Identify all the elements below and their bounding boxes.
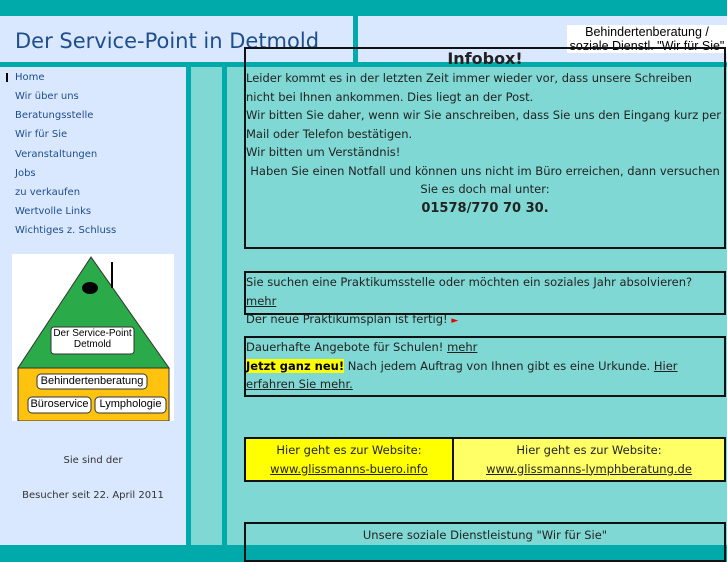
praktikum-text2: Der neue Praktikumsplan ist fertig! — [246, 312, 448, 326]
nav-zu-verkaufen[interactable]: zu verkaufen — [15, 187, 81, 198]
website-label: Hier geht es zur Website: — [276, 443, 422, 457]
site-title: Der Service-Point in Detmold — [15, 29, 320, 53]
logo-text-roof: Der Service-Point — [53, 328, 132, 339]
schulen-box: Dauerhafte Angebote für Schulen! mehr Je… — [244, 336, 726, 397]
logo-text-b1: Behindertenberatung — [40, 375, 144, 387]
arrow-right-icon[interactable]: ► — [451, 316, 459, 326]
infobox-title: Infobox! — [447, 49, 523, 68]
infobox-p3: Wir bitten um Verständnis! — [246, 145, 401, 159]
infobox-p1: Leider kommt es in der letzten Zeit imme… — [246, 71, 692, 104]
praktikum-text: Sie suchen eine Praktikumsstelle oder mö… — [246, 275, 693, 289]
infobox-p4: Haben Sie einen Notfall und können uns n… — [250, 163, 720, 197]
logo-text-b3: Lymphologie — [99, 398, 162, 410]
websites-table: Hier geht es zur Website: www.glissmanns-… — [244, 437, 726, 482]
tagline-line1: Behindertenberatung / — [585, 25, 709, 39]
nav-wertvolle-links[interactable]: Wertvolle Links — [15, 206, 92, 217]
logo-text-b2: Büroservice — [30, 398, 89, 410]
counter-line2: Besucher seit 22. April 2011 — [22, 490, 164, 501]
website-link-buero[interactable]: www.glissmanns-buero.info — [270, 461, 428, 476]
nav-beratungsstelle[interactable]: Beratungsstelle — [15, 110, 94, 121]
infobox-phone: 01578/770 70 30. — [421, 200, 549, 216]
schulen-text: Dauerhafte Angebote für Schulen! — [246, 340, 444, 354]
schulen-text2: Nach jedem Auftrag von Ihnen gibt es ein… — [347, 358, 651, 373]
tagline-line2: soziale Dienstl. "Wir für Sie" — [569, 39, 725, 53]
website-cell-lymph: Hier geht es zur Website: www.glissmanns-… — [453, 438, 725, 481]
praktikum-more-link[interactable]: mehr — [246, 293, 277, 308]
website-cell-buero: Hier geht es zur Website: www.glissmanns-… — [245, 438, 454, 481]
spacer-column — [191, 67, 222, 545]
praktikum-box: Sie suchen eine Praktikumsstelle oder mö… — [244, 271, 726, 326]
logo-text-roof2: Detmold — [73, 339, 112, 350]
infobox-p2: Wir bitten Sie daher, wenn wir Sie ansch… — [246, 108, 721, 141]
nav-jobs[interactable]: Jobs — [15, 168, 36, 179]
schulen-more-link[interactable]: mehr — [447, 340, 478, 354]
nav-home[interactable]: Home — [15, 72, 45, 83]
website-label: Hier geht es zur Website: — [516, 443, 662, 457]
nav-wir-fuer-sie[interactable]: Wir für Sie — [15, 129, 68, 140]
nav-veranstaltungen[interactable]: Veranstaltungen — [15, 149, 98, 160]
bottom-title: Unsere soziale Dienstleistung "Wir für S… — [362, 528, 608, 542]
nav-wir-ueber-uns[interactable]: Wir über uns — [15, 91, 79, 102]
bottom-box: Unsere soziale Dienstleistung "Wir für S… — [244, 522, 726, 562]
header-left — [0, 16, 353, 62]
urkunde-more-link[interactable]: Hier erfahren Sie mehr. — [246, 358, 678, 392]
infobox: Infobox! Leider kommt es in der letzten … — [244, 47, 726, 249]
counter-line1: Sie sind der — [63, 455, 123, 466]
nav-wichtiges[interactable]: Wichtiges z. Schluss — [15, 225, 117, 236]
new-highlight: Jetzt ganz neu! — [246, 358, 345, 373]
website-link-lymph[interactable]: www.glissmanns-lymphberatung.de — [486, 461, 692, 476]
active-marker — [6, 73, 8, 82]
